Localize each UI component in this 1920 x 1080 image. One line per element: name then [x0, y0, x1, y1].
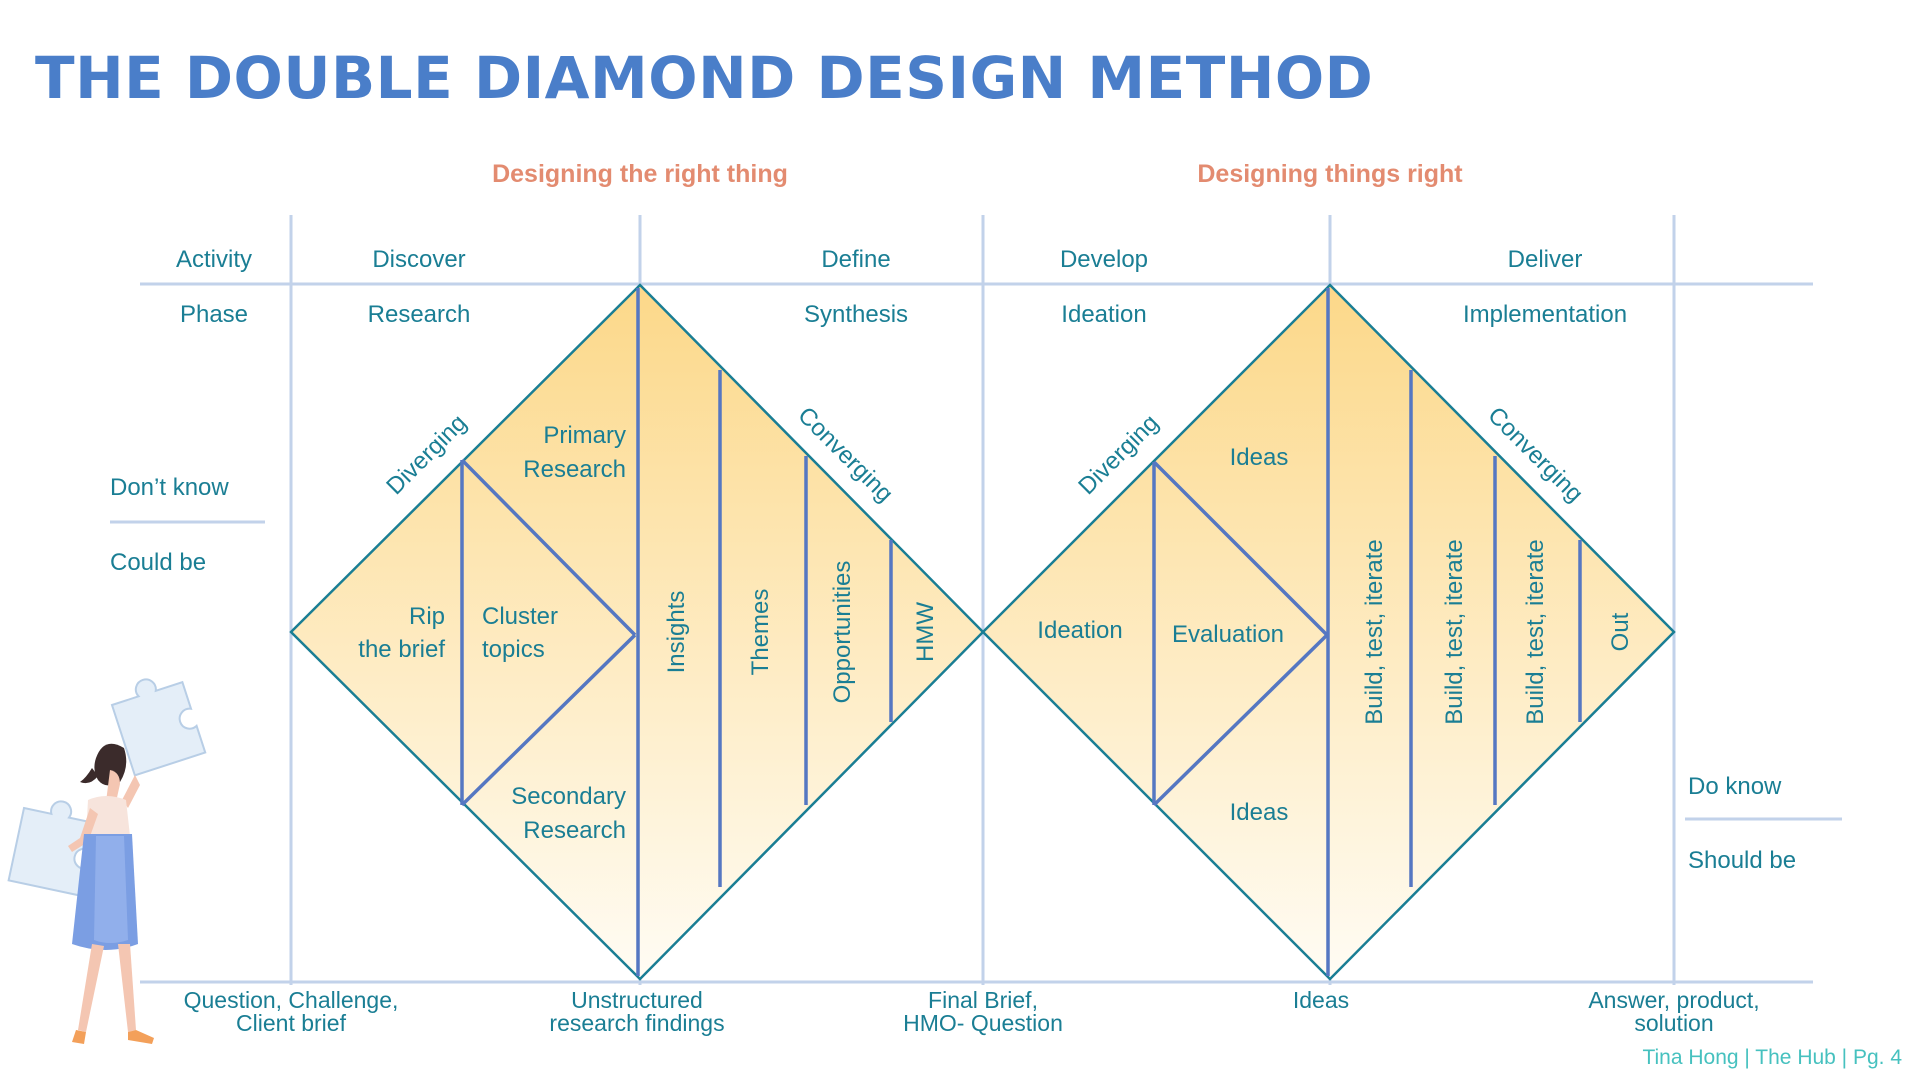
d1-divider-lower [460, 633, 637, 807]
bottom-label-2-line2: research findings [549, 1010, 724, 1036]
phase-synthesis: Synthesis [804, 301, 908, 328]
diamond-2 [981, 283, 1676, 981]
label-should-be: Should be [1688, 847, 1796, 874]
d2-ideas-bottom-label: Ideas [1230, 799, 1289, 826]
d1-cluster-line1: Cluster [482, 603, 558, 630]
d1-rip-line1: Rip [409, 603, 445, 630]
page-title: THE DOUBLE DIAMOND DESIGN METHOD [35, 44, 1374, 112]
d1-themes-label: Themes [747, 589, 774, 676]
diamond-1 [289, 283, 985, 981]
row-label-activity: Activity [176, 246, 252, 273]
d1-divider-upper [460, 458, 637, 637]
puzzle-piece-right-icon [110, 678, 207, 777]
row-label-phase: Phase [180, 301, 248, 328]
activity-define: Define [821, 246, 890, 273]
phase-implementation: Implementation [1463, 301, 1627, 328]
d2-evaluation-label: Evaluation [1172, 621, 1284, 648]
bottom-label-4-line1: Ideas [1293, 987, 1349, 1013]
d2-out-label: Out [1607, 612, 1634, 651]
d2-divider-lower [1152, 633, 1329, 807]
d2-build3-label: Build, test, iterate [1522, 539, 1549, 724]
label-dont-know: Don’t know [110, 474, 229, 501]
bottom-label-1-line1: Question, Challenge, [184, 987, 399, 1013]
bottom-label-1-line2: Client brief [236, 1010, 347, 1036]
d2-ideas-top-label: Ideas [1230, 444, 1289, 471]
d2-build1-label: Build, test, iterate [1361, 539, 1388, 724]
d1-opportunities-label: Opportunities [829, 561, 856, 704]
d2-build2-label: Build, test, iterate [1441, 539, 1468, 724]
d1-primary-line1: Primary [543, 422, 626, 449]
d1-secondary-line1: Secondary [511, 783, 626, 810]
bottom-label-2-line1: Unstructured [571, 987, 703, 1013]
d2-ideation-label: Ideation [1037, 617, 1122, 644]
label-do-know: Do know [1688, 773, 1782, 800]
bottom-label-5-line1: Answer, product, [1588, 987, 1759, 1013]
label-could-be: Could be [110, 549, 206, 576]
bottom-label-5-line2: solution [1634, 1010, 1713, 1036]
bottom-label-3-line2: HMO- Question [903, 1010, 1063, 1036]
header-designing-things-right: Designing things right [1197, 160, 1463, 188]
d1-hmw-label: HMW [912, 602, 939, 662]
activity-discover: Discover [372, 246, 465, 273]
d1-secondary-line2: Research [523, 817, 626, 844]
d1-primary-line2: Research [523, 456, 626, 483]
footer-credit: Tina Hong | The Hub | Pg. 4 [1642, 1046, 1902, 1069]
activity-develop: Develop [1060, 246, 1148, 273]
d2-divider-upper [1152, 460, 1329, 637]
phase-research: Research [368, 301, 471, 328]
d1-insights-label: Insights [663, 591, 690, 674]
d1-cluster-line2: topics [482, 636, 545, 663]
activity-deliver: Deliver [1508, 246, 1583, 273]
header-designing-right-thing: Designing the right thing [492, 160, 788, 188]
phase-ideation: Ideation [1061, 301, 1146, 328]
woman-holding-puzzle-pieces-illustration [7, 678, 207, 1044]
d1-rip-line2: the brief [358, 636, 445, 663]
bottom-label-3-line1: Final Brief, [928, 987, 1038, 1013]
